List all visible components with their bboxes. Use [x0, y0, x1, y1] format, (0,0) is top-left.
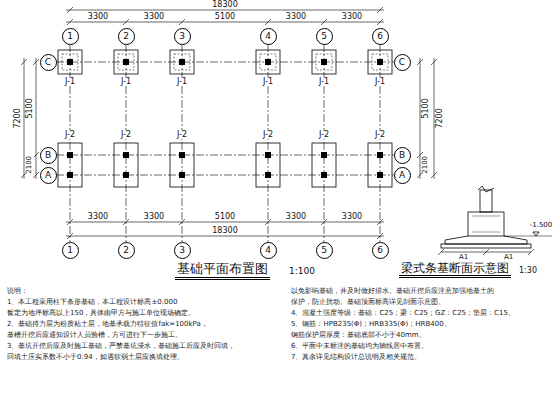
axis-label: 2	[123, 32, 129, 41]
footing-tag: J-2	[120, 131, 132, 140]
dimension: 3300	[341, 213, 363, 222]
dimension: 3300	[285, 213, 307, 222]
axis-bubble: B	[394, 147, 411, 164]
axis-label: 4	[265, 32, 271, 41]
dimension: 7200	[436, 107, 445, 129]
axis-bubble: 6	[372, 28, 389, 45]
axis-bubble: 4	[260, 242, 277, 259]
footing-tag: J-1	[374, 78, 386, 87]
axis-bubble: 5	[316, 242, 333, 259]
note-line: 回填土压实系数不小于0.94，如遇软弱土层应换填处理。	[6, 354, 185, 362]
note-line: 4、混凝土强度等级：基础：C25；梁：C25；GZ：C25；垫层：C15。	[290, 310, 516, 318]
note-line: 1、本工程采用柱下条形基础，本工程设计标高±0.000	[6, 299, 178, 307]
note-line: 基槽开挖后应通知设计人员验槽，方可进行下一步施工。	[6, 332, 183, 340]
note-line: 说明：	[6, 288, 29, 296]
column-footings	[58, 50, 392, 187]
axis-bubble: B	[40, 147, 57, 164]
axis-label: C	[399, 58, 405, 67]
dimension: 7200	[14, 107, 23, 129]
axis-label: 1	[67, 32, 73, 41]
note-line: 钢筋保护层厚度：基础底部不小于40mm。	[290, 332, 427, 340]
axis-bubble: 1	[62, 242, 79, 259]
axis-label: 1	[67, 246, 73, 255]
dimension: 3300	[341, 13, 363, 22]
dimension: 5100	[214, 13, 236, 22]
note-line: 3、基坑开挖后应及时施工基础，严禁基坑浸水，基础施工后应及时回填，	[6, 343, 236, 351]
dimension-lines	[21, 7, 437, 239]
note-line: 5、钢筋：HPB235(Φ)；HRB335(Φ)；HRB400。	[290, 321, 452, 329]
dimension: A1	[503, 254, 514, 262]
footing-tag: J-1	[64, 78, 76, 87]
note-line: 6、平面中未标注的基础均为轴线居中布置。	[290, 343, 429, 351]
axis-bubble: C	[394, 54, 411, 71]
axis-bubble: 2	[118, 242, 135, 259]
axis-bubble: A	[394, 167, 411, 184]
axis-bubble: 6	[372, 242, 389, 259]
axis-label: 5	[321, 32, 327, 41]
dimension: 5100	[422, 97, 431, 119]
axis-label: 4	[265, 246, 271, 255]
note-line: 暂定为地坪标高以上150，具体由甲方与施工单位现场确定。	[6, 310, 196, 318]
note-line: 以免影响基础，并及时做好排水。基础开挖后应注意加强地基土的	[290, 288, 495, 296]
section-title: 梁式条基断面示意图	[399, 262, 511, 278]
dimension: 18300	[211, 227, 238, 236]
scale: 1:100	[288, 267, 316, 277]
axis-label: 3	[179, 246, 185, 255]
axis-bubble: C	[40, 54, 57, 71]
dimension: 3300	[87, 13, 109, 22]
axis-bubble: 3	[174, 28, 191, 45]
strip-footing-section	[438, 186, 552, 255]
axis-label: 5	[321, 246, 327, 255]
footing-tag: J-2	[64, 131, 76, 140]
note-line: 7、其余详见结构设计总说明及相关规范。	[290, 354, 422, 362]
axis-label: B	[45, 151, 51, 160]
axis-label: A	[45, 171, 51, 180]
dimension: 2100	[422, 155, 430, 175]
footing-tag: J-1	[176, 78, 188, 87]
drawing-title: 基础平面布置图	[175, 262, 270, 279]
axis-label: A	[399, 171, 405, 180]
axis-label: 6	[377, 246, 383, 255]
footing-tag: J-2	[374, 131, 386, 140]
columns	[67, 59, 383, 178]
footing-tag: J-1	[262, 78, 274, 87]
footing-tag: J-2	[176, 131, 188, 140]
footing-tag: J-1	[318, 78, 330, 87]
dimension: 3300	[285, 13, 307, 22]
dimension: 5100	[26, 97, 35, 119]
axis-bubble: 1	[62, 28, 79, 45]
note-line: 2、基础持力层为粉质粘土层，地基承载力特征值fak=100kPa，	[6, 321, 209, 329]
dimension: 2100	[26, 155, 34, 175]
axis-bubble: 2	[118, 28, 135, 45]
axis-label: B	[399, 151, 405, 160]
axis-bubble: 5	[316, 28, 333, 45]
footing-tag: J-1	[120, 78, 132, 87]
note-line: 保护，防止扰动。基础顶面标高详见剖面示意图。	[290, 299, 446, 307]
axis-bubble: A	[40, 167, 57, 184]
axis-bubble: 4	[260, 28, 277, 45]
footing-tag: J-2	[318, 131, 330, 140]
dimension: A1	[458, 254, 469, 262]
dimension: 18300	[211, 1, 238, 10]
axis-bubble: 3	[174, 242, 191, 259]
scale: 1:30	[518, 267, 538, 276]
dimension: 3300	[143, 13, 165, 22]
axis-label: 3	[179, 32, 185, 41]
elevation: -1.500	[529, 222, 554, 230]
axis-label: C	[45, 58, 51, 67]
dimension: 5100	[214, 213, 236, 222]
axis-lines	[56, 44, 394, 242]
dimension: 3300	[143, 213, 165, 222]
axis-label: 2	[123, 246, 129, 255]
dimension: 3300	[87, 213, 109, 222]
axis-label: 6	[377, 32, 383, 41]
footing-tag: J-2	[262, 131, 274, 140]
